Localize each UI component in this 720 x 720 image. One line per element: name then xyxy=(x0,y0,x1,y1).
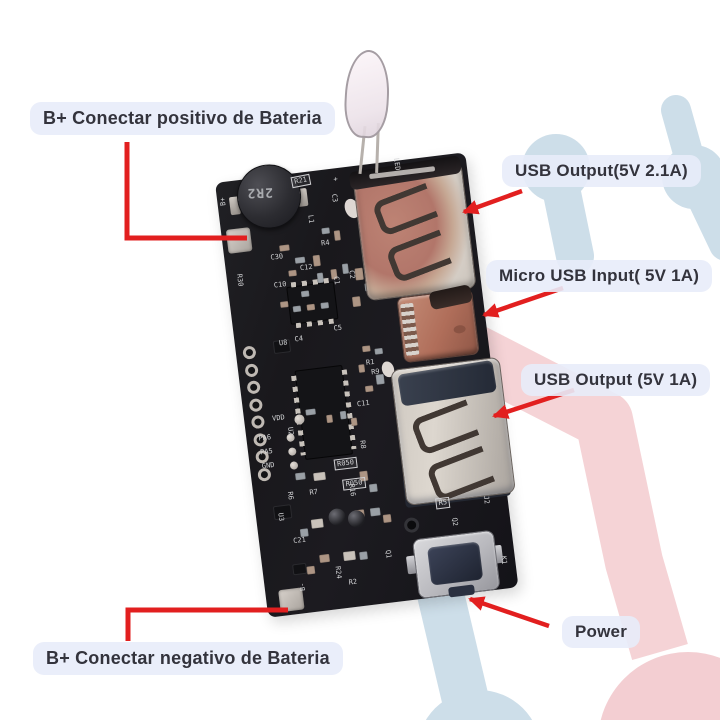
arrow-power xyxy=(468,596,550,629)
callout-line-battery-negative xyxy=(125,607,288,641)
arrow-usb-2.1a xyxy=(462,188,523,215)
callout-line-battery-positive xyxy=(124,142,247,241)
callout-power: Power xyxy=(562,616,641,648)
callout-micro-usb-input: Micro USB Input( 5V 1A) xyxy=(486,260,713,292)
callout-usb-output-1a: USB Output (5V 1A) xyxy=(521,364,711,396)
callout-battery-positive: B+ Conectar positivo de Bateria xyxy=(30,102,335,135)
arrow-micro-usb xyxy=(482,285,564,318)
blue-trace-bottom xyxy=(417,586,533,720)
callout-usb-output-2.1a: USB Output(5V 2.1A) xyxy=(502,155,701,187)
callout-battery-negative: B+ Conectar negativo de Bateria xyxy=(33,642,343,675)
